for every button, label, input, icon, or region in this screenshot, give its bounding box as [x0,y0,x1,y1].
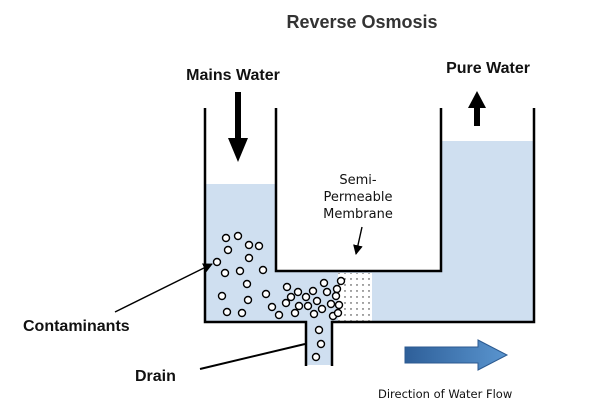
water-body [205,141,534,365]
left-column-water [205,184,276,322]
arrow-down-icon [228,92,248,162]
drain-pointer-line [199,343,306,370]
mains-water-label: Mains Water [186,67,280,84]
diagram-title: Reverse Osmosis [286,12,437,32]
bottom-channel-water [276,272,534,322]
contaminant-particles [212,231,346,362]
contaminants-pointer-arrow [114,263,213,313]
drain-label: Drain [135,368,176,385]
membrane-label-line1: Semi- [339,173,377,188]
arrow-up-icon [468,91,486,126]
membrane-label-line3: Membrane [323,207,393,222]
contaminants-label: Contaminants [23,318,130,335]
membrane-pointer-arrow [353,226,363,255]
pure-water-label: Pure Water [446,60,530,77]
inner-wall [274,108,443,273]
outer-wall-left [203,108,308,366]
right-column-water [441,141,534,272]
vessel-walls [203,108,536,366]
flow-direction-label: Direction of Water Flow [378,387,512,401]
arrow-right-icon [404,339,509,371]
outer-wall-right [330,108,536,366]
membrane-label-line2: Permeable [324,190,393,205]
